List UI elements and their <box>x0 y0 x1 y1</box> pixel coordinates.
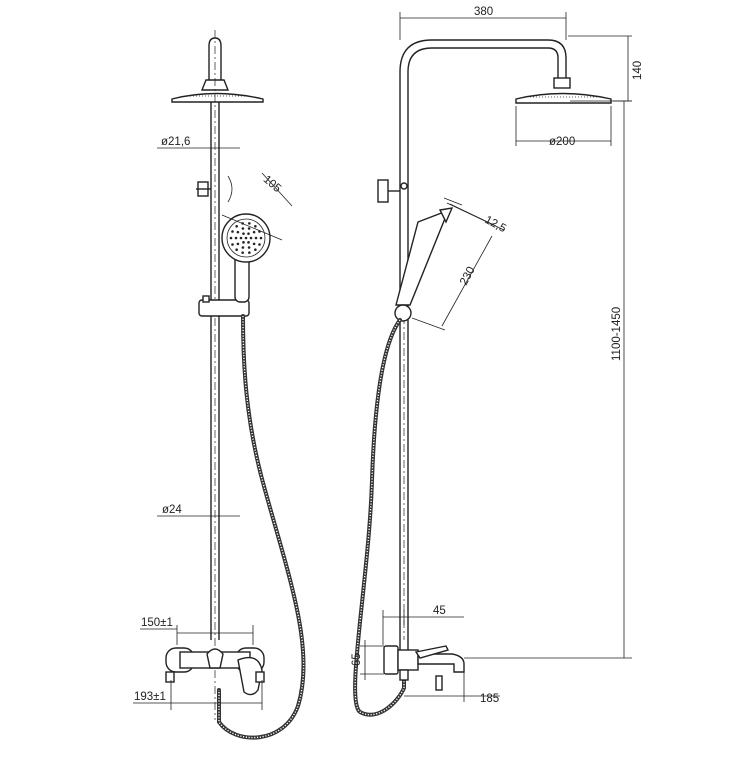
nozzle-dot <box>235 248 238 252</box>
nozzle-dot <box>259 236 263 240</box>
nozzle-dot <box>247 232 250 235</box>
side-holder <box>394 304 412 322</box>
nozzle-dot <box>247 246 251 249</box>
side-head-connector <box>553 77 571 89</box>
side-bath-mixer <box>383 645 465 691</box>
dim-inlet-spacing: 150±1 <box>141 617 173 629</box>
nozzle-dot <box>252 242 256 246</box>
front-view <box>165 30 306 740</box>
side-diverter-screw <box>400 182 408 190</box>
nozzle-dot <box>244 236 248 240</box>
front-hand-shower <box>221 213 271 303</box>
nozzle-dot <box>231 230 234 233</box>
nozzle-dot <box>247 227 251 230</box>
nozzle-dot <box>229 236 233 240</box>
hand-shower-nozzles <box>229 222 263 254</box>
nozzle-dot <box>241 246 245 249</box>
dim-head-height: 140 <box>632 61 644 80</box>
side-dimension-lines <box>360 12 632 702</box>
side-arm-inner <box>407 47 559 300</box>
dim-spout-length: 185 <box>480 693 499 705</box>
nozzle-dot <box>252 230 256 234</box>
nozzle-dot <box>239 236 243 240</box>
side-hand-shower <box>395 209 450 306</box>
nozzle-dot <box>235 224 238 228</box>
side-view <box>353 39 612 717</box>
nozzle-dot <box>258 243 261 246</box>
nozzle-dot <box>231 243 234 246</box>
front-slider-bracket <box>198 299 250 317</box>
side-rain-head <box>515 92 612 104</box>
dim-mixer-height: 65 <box>351 653 363 666</box>
nozzle-dot <box>248 222 251 225</box>
nozzle-dot <box>249 236 253 240</box>
nozzle-dot <box>254 248 257 252</box>
front-slider-screw <box>202 295 210 303</box>
nozzle-dot <box>241 251 244 254</box>
front-bath-mixer <box>165 647 265 696</box>
dim-pipe-upper-diameter: ø21,6 <box>161 136 190 148</box>
nozzle-dot <box>242 232 245 235</box>
side-diverter-knob <box>377 179 389 203</box>
dim-arm-length: 380 <box>474 6 493 18</box>
front-rain-head <box>171 92 264 103</box>
dim-head-diameter: ø200 <box>549 136 575 148</box>
dim-hand-shower-head-width: 105 <box>261 173 283 195</box>
nozzle-dot <box>254 224 257 228</box>
dim-mixer-width: 193±1 <box>134 691 166 703</box>
nozzle-dot <box>242 241 245 244</box>
nozzle-dot <box>241 227 245 230</box>
dim-hand-shower-thickness: 12,5 <box>483 214 508 235</box>
side-arm-outer <box>399 39 567 300</box>
side-hose <box>353 318 406 717</box>
nozzle-dot <box>248 251 251 254</box>
nozzle-dot <box>247 241 250 244</box>
nozzle-dot <box>236 242 240 246</box>
nozzle-dot <box>234 236 238 240</box>
nozzle-dot <box>236 230 240 234</box>
dim-pipe-lower-diameter: ø24 <box>162 504 182 516</box>
dim-height-range: 1100-1450 <box>611 307 623 361</box>
front-dimension-lines <box>133 147 293 710</box>
dim-hand-shower-length: 230 <box>458 265 478 288</box>
nozzle-dot <box>254 236 258 240</box>
dim-mixer-wall-offset: 45 <box>433 605 446 617</box>
